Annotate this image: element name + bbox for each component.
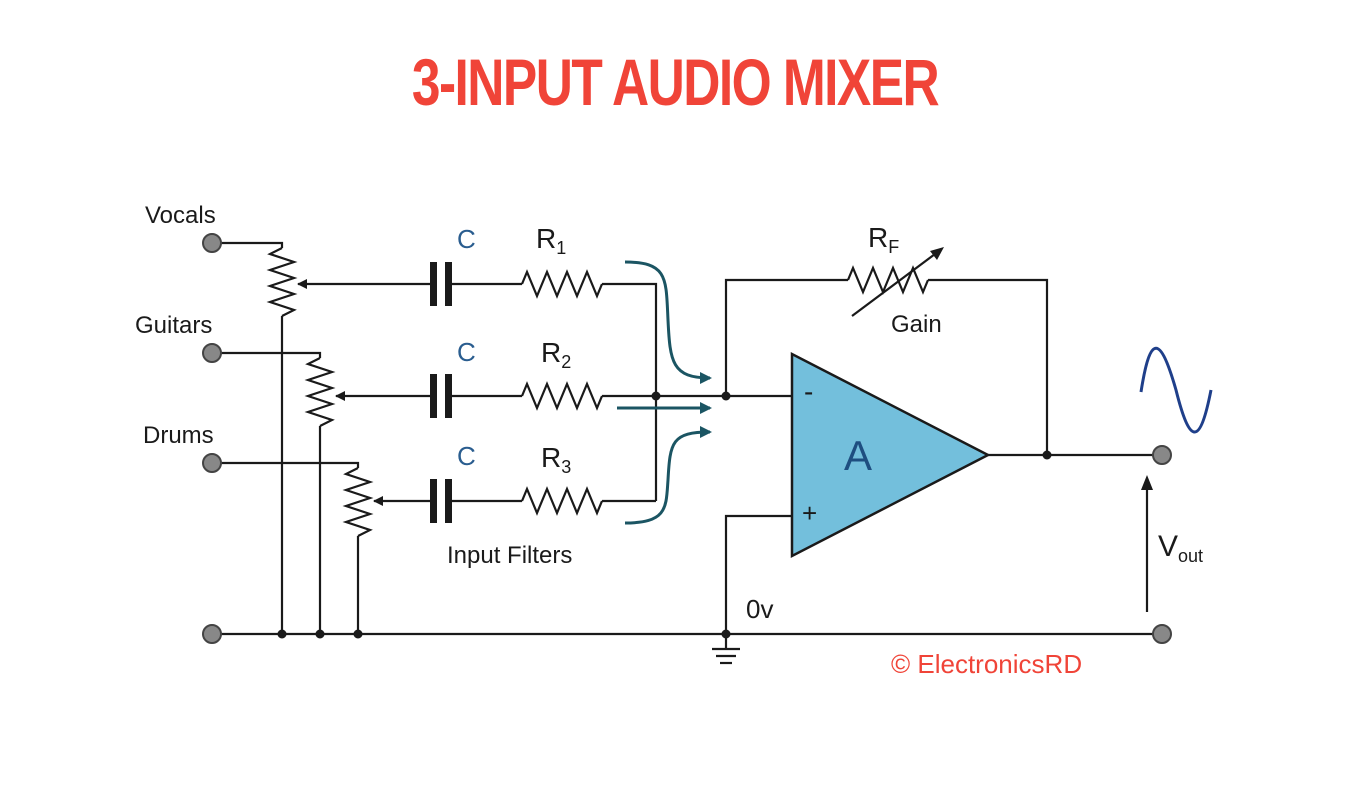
capacitor-2-plate-b [445, 374, 452, 418]
resistor-2-label: R2 [541, 337, 571, 372]
ground-input-terminal [202, 624, 222, 644]
capacitor-3-plate-b [445, 479, 452, 523]
vout-label: Vout [1158, 530, 1203, 566]
copyright-text: © ElectronicsRD [891, 649, 1082, 679]
output-terminal [1152, 445, 1172, 465]
opamp-label: A [844, 432, 872, 479]
junction-dots [277, 391, 1052, 639]
drums-potentiometer [342, 467, 374, 537]
vocals-potentiometer [266, 247, 298, 317]
drums-input-terminal [202, 453, 222, 473]
drums-label: Drums [143, 422, 214, 449]
opamp [790, 351, 991, 559]
ground-symbol [712, 634, 740, 665]
input-wires [212, 241, 360, 468]
output-ground-terminal [1152, 624, 1172, 644]
signal-path-3 [373, 486, 656, 516]
pot-ground-wires [280, 316, 360, 634]
capacitor-1-plate-b [445, 262, 452, 306]
feedback-network [724, 247, 1049, 455]
capacitor-1-label: C [457, 224, 476, 254]
input-filters-label: Input Filters [447, 542, 572, 569]
capacitor-2-plate-a [430, 374, 437, 418]
non-inverting-input-sign: + [802, 498, 817, 528]
capacitors [430, 262, 452, 523]
capacitor-2-label: C [457, 337, 476, 367]
signal-path-2 [335, 381, 726, 411]
sine-wave-icon [1139, 346, 1213, 434]
signal-path-1 [297, 269, 658, 501]
feedback-resistor-label: RF [868, 222, 899, 257]
capacitor-1-plate-a [430, 262, 437, 306]
inverting-input-sign: - [804, 376, 813, 407]
vocals-input-terminal [202, 233, 222, 253]
signal-flow-arrows [617, 260, 712, 525]
vocals-label: Vocals [145, 202, 216, 229]
guitars-input-terminal [202, 343, 222, 363]
guitars-label: Guitars [135, 312, 212, 339]
resistor-3-label: R3 [541, 442, 571, 477]
capacitor-3-plate-a [430, 479, 437, 523]
resistor-1-label: R1 [536, 223, 566, 258]
diagram-title: 3-INPUT AUDIO MIXER [411, 45, 940, 119]
guitars-potentiometer [304, 357, 336, 427]
capacitor-3-label: C [457, 441, 476, 471]
ground-label: 0v [746, 594, 773, 624]
gain-label: Gain [891, 311, 942, 338]
